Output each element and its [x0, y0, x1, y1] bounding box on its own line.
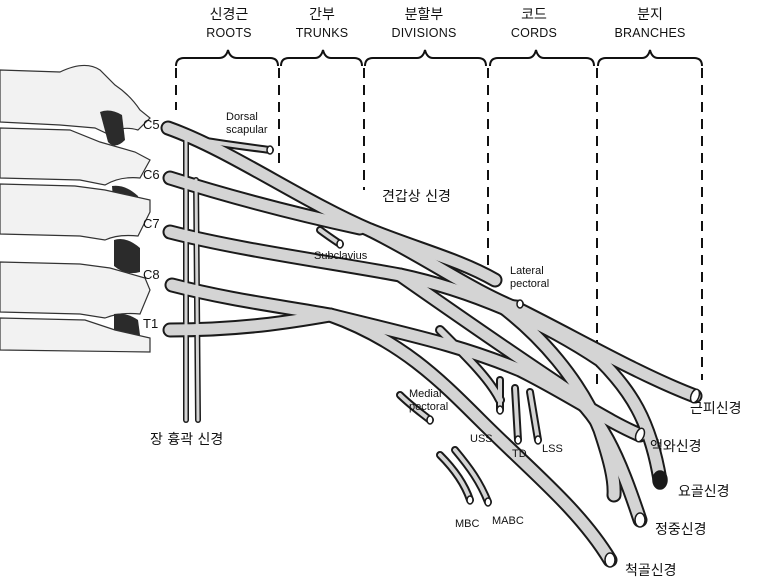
- radial-end: [653, 471, 667, 489]
- lss-end: [535, 436, 541, 444]
- header-cords-ko: 코드: [504, 8, 564, 22]
- header-roots-en: ROOTS: [192, 27, 266, 40]
- mbc-end: [467, 496, 473, 504]
- root-label-c8: C8: [143, 268, 160, 281]
- root-label-c5: C5: [143, 118, 160, 131]
- label-mabc: MABC: [492, 515, 524, 528]
- label-td: TD: [512, 448, 527, 461]
- divisions-brace: [365, 50, 486, 66]
- td-end: [515, 436, 521, 444]
- label-suprascapular-nerve: 견갑상 신경: [382, 190, 451, 204]
- medial-pectoral-end: [427, 416, 433, 424]
- mabc-end: [485, 498, 491, 506]
- label-subclavius: Subclavius: [314, 250, 367, 263]
- label-uss: USS: [470, 433, 493, 446]
- header-divisions-ko: 분할부: [387, 8, 461, 22]
- label-long-thoracic-nerve: 장 흉곽 신경: [150, 433, 223, 447]
- header-roots-ko: 신경근: [197, 8, 261, 22]
- long-thoracic-nerve-b: [196, 180, 198, 420]
- label-medial-pectoral: Medial pectoral: [409, 388, 448, 413]
- section-braces: [176, 50, 702, 66]
- header-branches-en: BRANCHES: [602, 27, 698, 40]
- header-trunks-en: TRUNKS: [287, 27, 357, 40]
- trunks-brace: [281, 50, 362, 66]
- root-label-c6: C6: [143, 168, 160, 181]
- label-median-nerve: 정중신경: [655, 523, 707, 537]
- vertebra-c6: [0, 128, 150, 185]
- label-lss: LSS: [542, 443, 563, 456]
- subclavius-end: [337, 240, 343, 248]
- header-trunks-ko: 간부: [292, 8, 352, 22]
- label-axillary-nerve: 액와신경: [650, 440, 702, 454]
- cords-brace: [490, 50, 594, 66]
- label-mbc: MBC: [455, 518, 479, 531]
- vertebra-shadow-c7: [114, 239, 140, 273]
- label-dorsal-scapular: Dorsal scapular: [226, 111, 268, 136]
- label-musculocutaneous-nerve: 근피신경: [690, 402, 742, 416]
- label-lateral-pectoral: Lateral pectoral: [510, 265, 549, 290]
- label-radial-nerve: 요골신경: [678, 485, 730, 499]
- branches-brace: [598, 50, 702, 66]
- header-divisions-en: DIVISIONS: [380, 27, 468, 40]
- upper-trunk-to-musculocutaneous: [168, 128, 695, 396]
- vertebra-c4-c5: [0, 65, 150, 135]
- header-cords-en: CORDS: [499, 27, 569, 40]
- lateral-pectoral-end: [517, 300, 523, 308]
- roots-brace: [176, 50, 278, 66]
- root-label-c7: C7: [143, 217, 160, 230]
- uss-end: [497, 406, 503, 414]
- label-ulnar-nerve: 척골신경: [625, 564, 677, 578]
- root-label-t1: T1: [143, 317, 158, 330]
- median-end: [635, 513, 645, 527]
- dorsal-scapular-end: [267, 146, 273, 154]
- header-branches-ko: 분지: [618, 8, 682, 22]
- vertebral-column: [0, 65, 150, 352]
- ulnar-end: [605, 553, 615, 567]
